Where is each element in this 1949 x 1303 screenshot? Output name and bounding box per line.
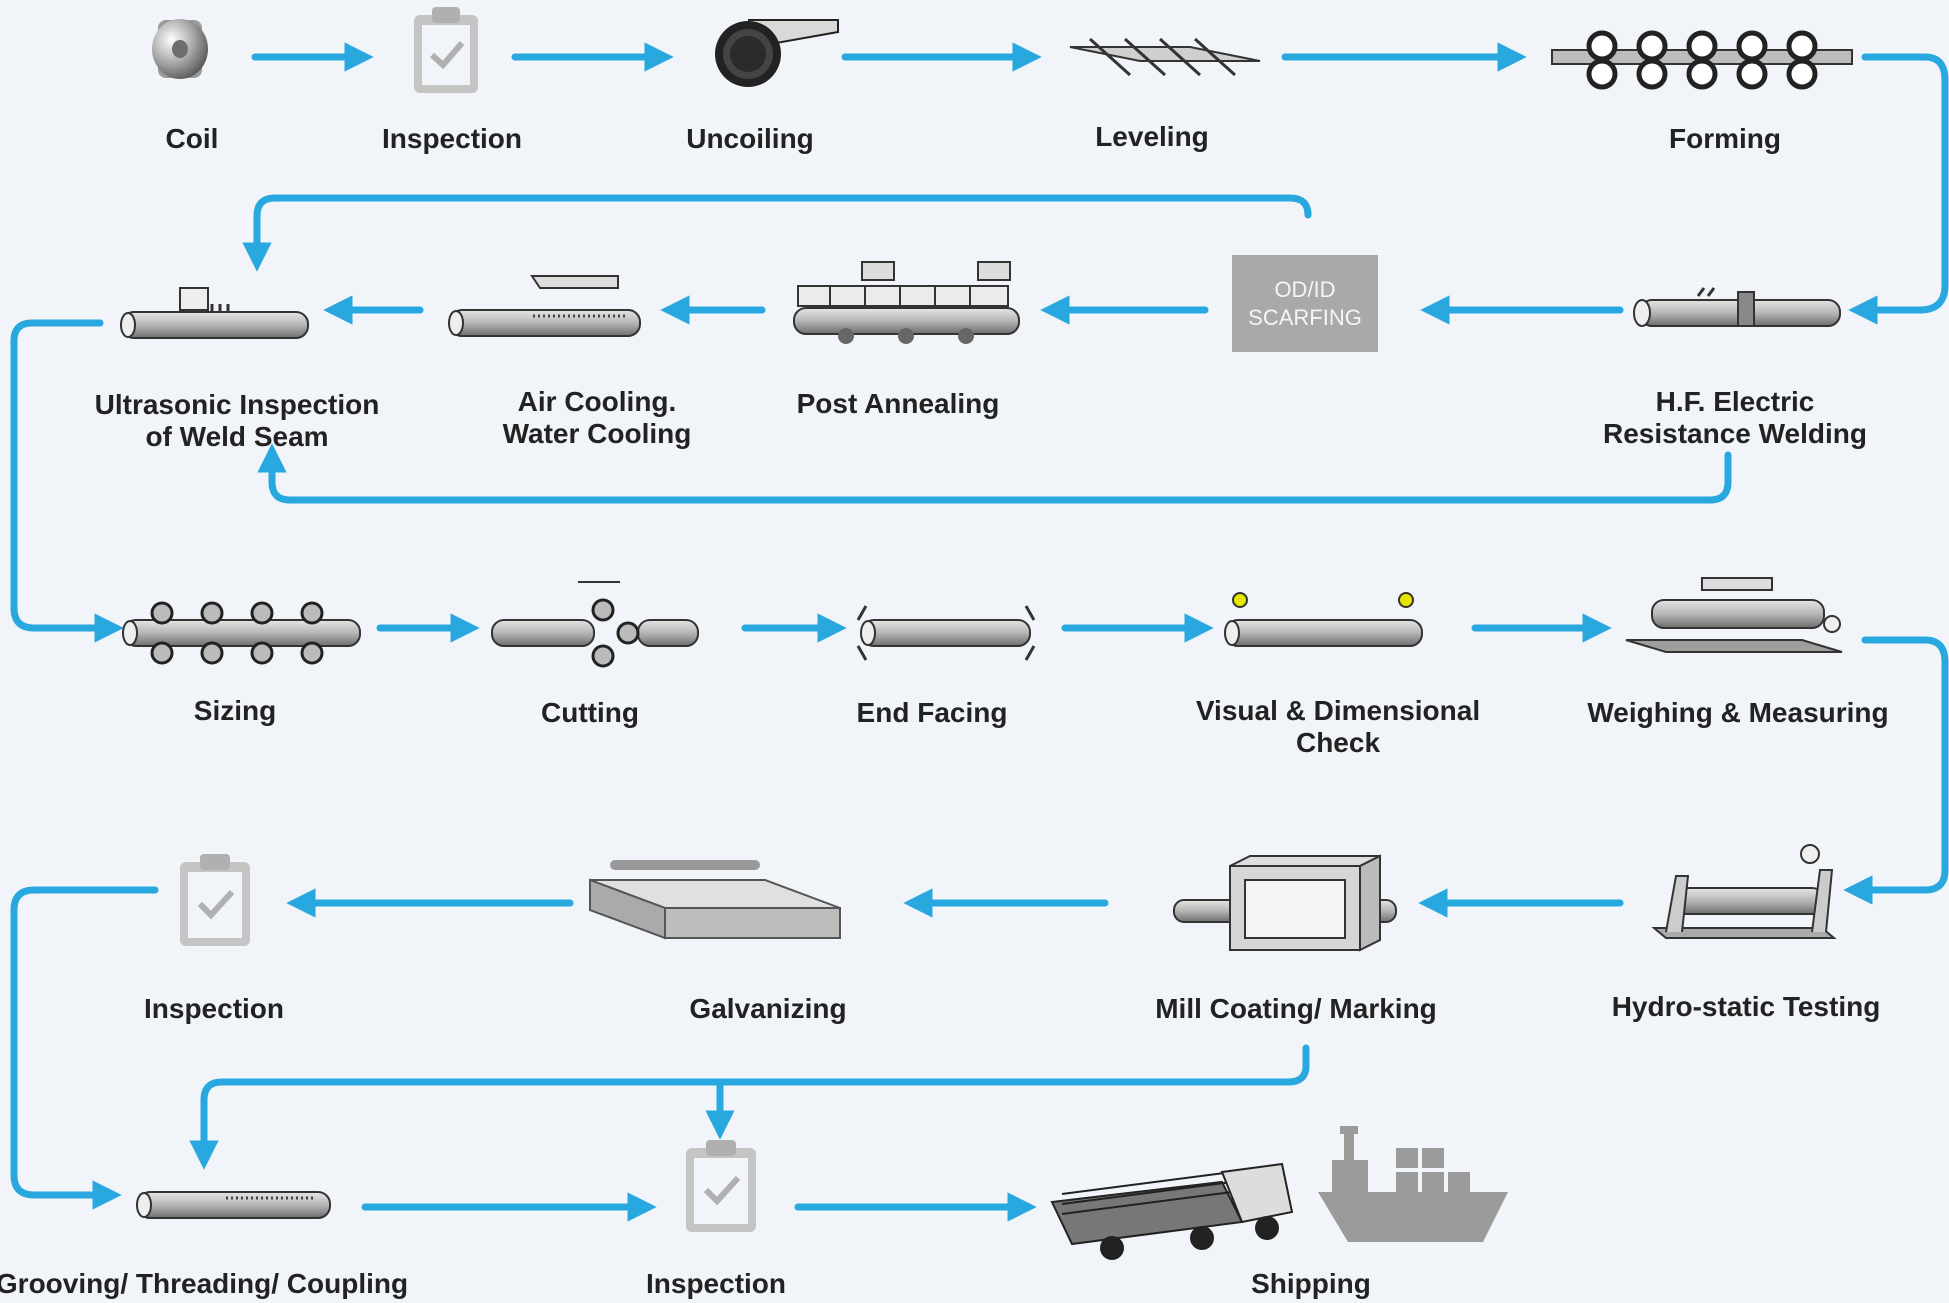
cooling-line-1: Air Cooling.	[517, 386, 677, 417]
label-uncoiling: Uncoiling	[686, 123, 814, 154]
scale-icon	[1625, 577, 1843, 653]
forming-rolls-icon	[1551, 30, 1853, 90]
coil-icon	[152, 19, 208, 79]
ultrasonic-line-1: Ultrasonic Inspection	[94, 389, 380, 420]
label-leveling: Leveling	[1095, 121, 1209, 152]
truck-icon	[1050, 1162, 1294, 1260]
label-inspection-3: Inspection	[645, 1268, 787, 1299]
label-hf-welding: H.F. Electric Resistance Welding	[1603, 386, 1867, 450]
label-forming: Forming	[1669, 123, 1781, 154]
ultrasonic-icon	[120, 287, 309, 339]
arrow-inspection-grooving	[10, 886, 159, 1210]
label-coil: Coil	[165, 123, 219, 154]
scarfing-line-2: SCARFING	[1248, 304, 1362, 330]
cooling-line-2: Water Cooling	[502, 418, 692, 449]
label-ultrasonic: Ultrasonic Inspection of Weld Seam	[95, 389, 380, 453]
coating-box-icon	[1173, 854, 1397, 952]
arrow-coating-branch	[189, 1044, 1310, 1170]
visual-check-line-1: Visual & Dimensional	[1195, 695, 1481, 726]
label-visual-check: Visual & Dimensional Check	[1196, 695, 1480, 759]
label-inspection-2: Inspection	[143, 993, 285, 1024]
end-facing-icon	[856, 605, 1036, 661]
cutter-icon	[491, 581, 699, 668]
label-weighing: Weighing & Measuring	[1587, 697, 1889, 728]
arrow-ultrasonic-sizing	[10, 319, 124, 643]
label-cutting: Cutting	[541, 697, 639, 728]
annealing-icon	[793, 261, 1020, 344]
flow-arrows	[10, 42, 1949, 1222]
hf-welding-line-1: H.F. Electric	[1655, 386, 1815, 417]
welding-pipe-icon	[1633, 287, 1841, 327]
ship-icon	[1318, 1126, 1508, 1242]
scarfing-line-1: OD/ID	[1274, 276, 1336, 302]
cooling-pipe-icon	[448, 275, 641, 337]
arrow-forming-welding	[1848, 53, 1949, 325]
visual-check-icon	[1224, 592, 1423, 647]
label-end-facing: End Facing	[856, 697, 1008, 728]
arrow-welding-ultrasonic	[257, 443, 1732, 504]
label-galvanizing: Galvanizing	[689, 993, 847, 1024]
threaded-pipe-icon	[136, 1191, 331, 1219]
label-hydrostatic: Hydro-static Testing	[1611, 991, 1881, 1022]
hydro-test-icon	[1651, 844, 1837, 939]
clipboard-check-icon	[414, 7, 478, 93]
label-post-annealing: Post Annealing	[796, 388, 1000, 419]
label-shipping: Shipping	[1251, 1268, 1371, 1299]
label-inspection-1: Inspection	[381, 123, 523, 154]
clipboard-check-icon	[686, 1140, 756, 1232]
label-cooling: Air Cooling. Water Cooling	[503, 386, 692, 450]
uncoiler-icon	[715, 19, 839, 87]
leveler-icon	[1069, 37, 1261, 77]
label-grooving: Grooving/ Threading/ Coupling	[0, 1268, 409, 1299]
ultrasonic-line-2: of Weld Seam	[145, 421, 329, 452]
scarfing-label: OD/ID SCARFING	[1232, 255, 1378, 352]
arrow-weighing-hydro	[1843, 636, 1949, 905]
visual-check-line-2: Check	[1295, 727, 1381, 758]
label-sizing: Sizing	[193, 695, 277, 726]
arrow-scarfing-ultrasonic	[242, 194, 1312, 272]
galvanizing-bath-icon	[589, 860, 841, 940]
sizing-rolls-icon	[122, 601, 361, 665]
clipboard-check-icon	[180, 854, 250, 946]
hf-welding-line-2: Resistance Welding	[1602, 418, 1868, 449]
label-mill-coating: Mill Coating/ Marking	[1155, 993, 1437, 1024]
